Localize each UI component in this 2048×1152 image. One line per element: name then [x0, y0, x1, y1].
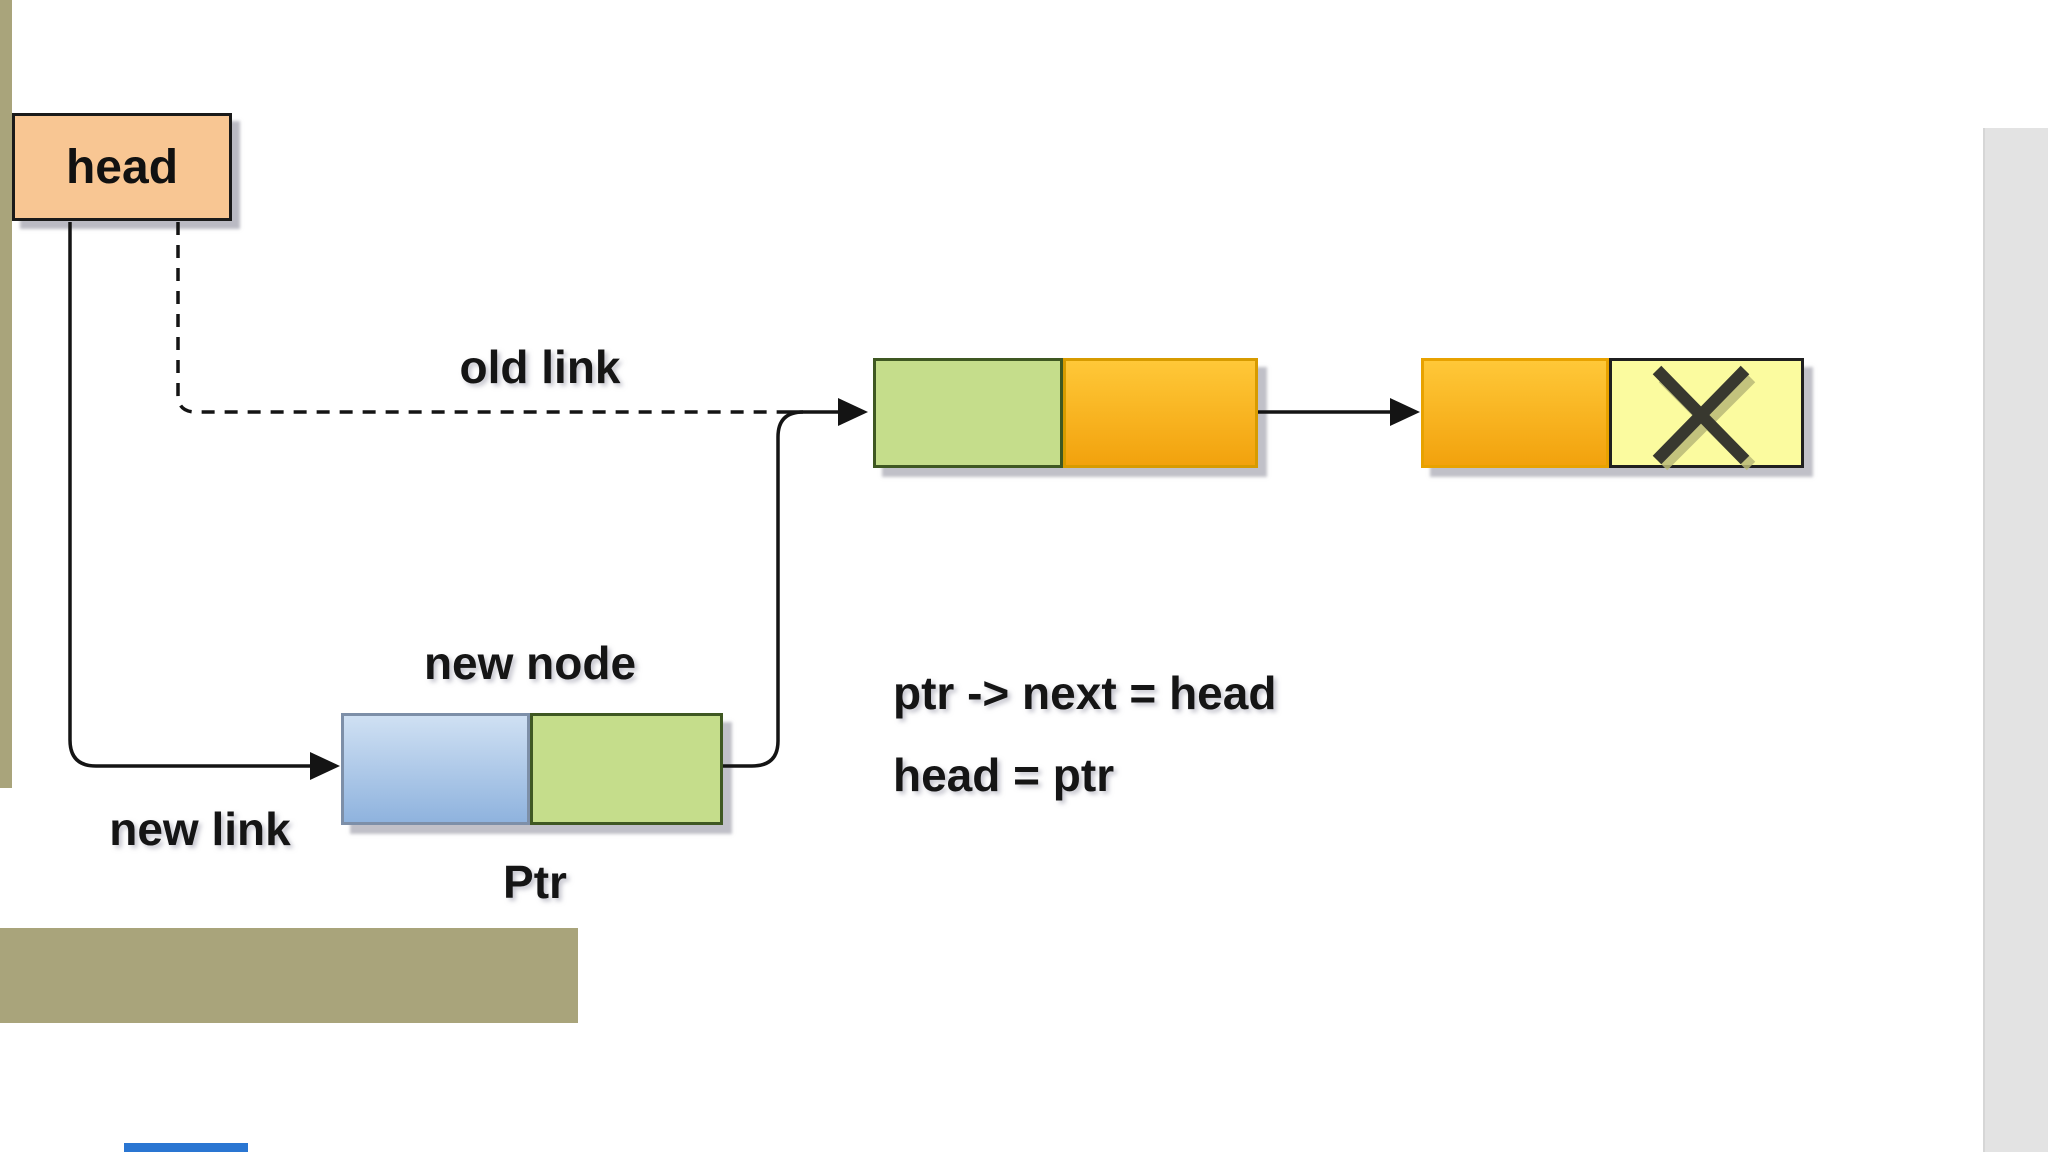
new-link-label: new link: [109, 803, 291, 855]
old-link-label: old link: [459, 341, 621, 393]
bottom-blue-bar: [124, 1143, 248, 1152]
node1-to-node2-arrowhead-icon: [1390, 398, 1420, 426]
new-node-data-cell: [341, 713, 530, 825]
first-node-box: [873, 358, 1258, 468]
ptr-next-connector-line: [723, 410, 804, 768]
code-line-1: ptr -> next = head: [893, 667, 1277, 719]
new-node-next-cell: [530, 713, 723, 825]
ptr-label: Ptr: [503, 856, 567, 908]
new-node-label: new node: [423, 637, 637, 689]
right-gray-strip: [1983, 128, 2048, 1152]
first-node-data-cell: [873, 358, 1063, 468]
new-link-arrowhead-icon: [310, 752, 340, 780]
last-node-data-cell: [1421, 358, 1609, 468]
last-node-next-cell: [1609, 358, 1804, 468]
new-node-box: [341, 713, 723, 825]
old-link-arrowhead-icon: [838, 398, 868, 426]
head-label: head: [65, 140, 179, 194]
head-pointer-box: head: [12, 113, 232, 221]
last-node-box: [1421, 358, 1804, 468]
new-link-line: [68, 222, 314, 768]
left-olive-strip: [0, 0, 12, 788]
bottom-olive-block: [0, 928, 578, 1023]
code-line-2: head = ptr: [893, 749, 1115, 801]
first-node-next-cell: [1063, 358, 1258, 468]
